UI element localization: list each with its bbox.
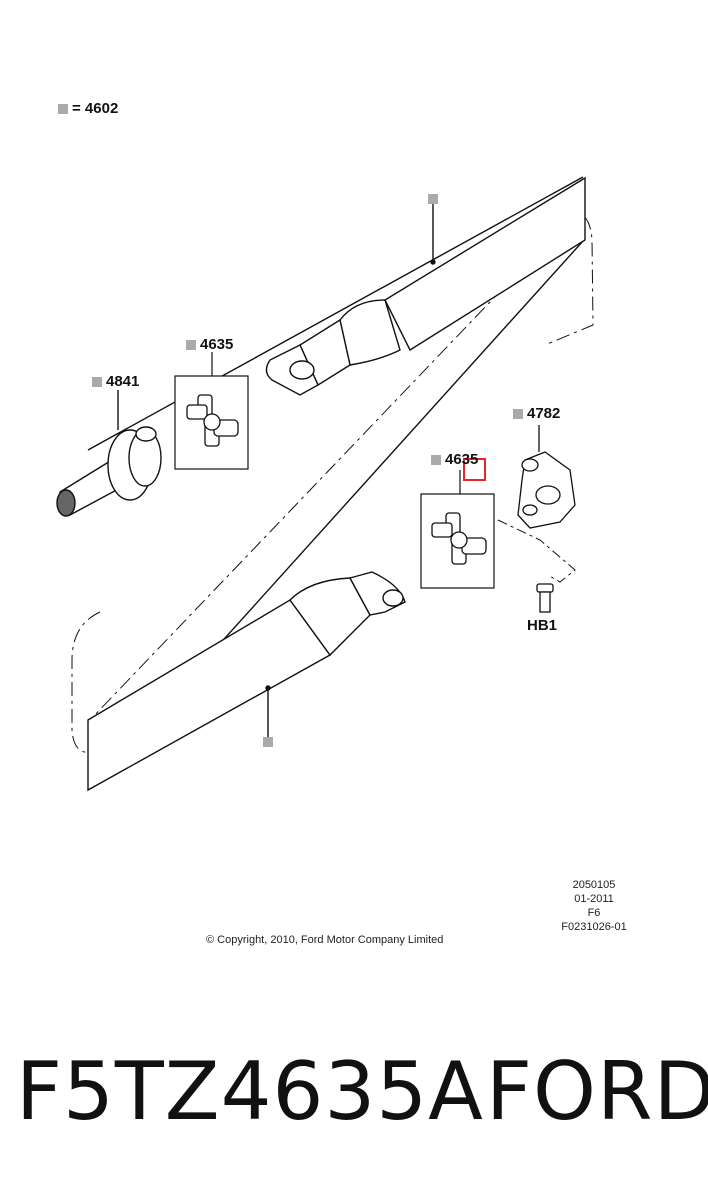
marker-upper-tube xyxy=(428,194,438,204)
part-number: F5TZ4635A xyxy=(16,1045,484,1138)
callout-text: 4782 xyxy=(527,405,561,422)
meta-line-2: 01-2011 xyxy=(574,893,614,905)
lower-driveshaft-tube xyxy=(87,571,406,792)
callout-4635-bottom: 4635 xyxy=(431,451,478,468)
copyright-text: © Copyright, 2010, Ford Motor Company Li… xyxy=(206,934,444,946)
callout-text: 4841 xyxy=(106,373,140,390)
ujoint-bottom-icon xyxy=(431,512,487,565)
marker-icon xyxy=(513,408,523,419)
callout-text: 4635 xyxy=(445,451,479,468)
flange-yoke-4782 xyxy=(517,425,576,529)
legend-text: = 4602 xyxy=(72,100,119,117)
ujoint-top-icon xyxy=(186,394,239,447)
meta-line-3: F6 xyxy=(587,907,601,919)
marker-lower-tube xyxy=(263,737,273,747)
upper-driveshaft-tube xyxy=(265,176,586,396)
callout-4841: 4841 xyxy=(92,373,139,390)
callout-4635-top: 4635 xyxy=(186,336,233,353)
callout-text: 4635 xyxy=(200,336,234,353)
slip-yoke-4841 xyxy=(56,390,162,517)
driveshaft-exploded-diagram xyxy=(56,176,594,792)
bolt-hb1 xyxy=(536,583,554,613)
marker-icon xyxy=(186,339,196,350)
marker-icon xyxy=(92,376,102,387)
meta-block: 2050105 01-2011 F6 F0231026-01 xyxy=(560,879,628,933)
callout-hb1: HB1 xyxy=(527,617,557,634)
highlight-box xyxy=(463,458,486,481)
marker-icon xyxy=(431,454,441,465)
callout-text: HB1 xyxy=(527,617,558,634)
legend-label: = 4602 xyxy=(58,100,118,117)
meta-line-1: 2050105 xyxy=(572,879,616,891)
upper-guide-line xyxy=(87,176,584,451)
legend-marker-icon xyxy=(58,103,68,114)
callout-4782: 4782 xyxy=(513,405,560,422)
meta-line-4: F0231026-01 xyxy=(561,921,627,933)
brand-name: FORD xyxy=(486,1045,708,1138)
